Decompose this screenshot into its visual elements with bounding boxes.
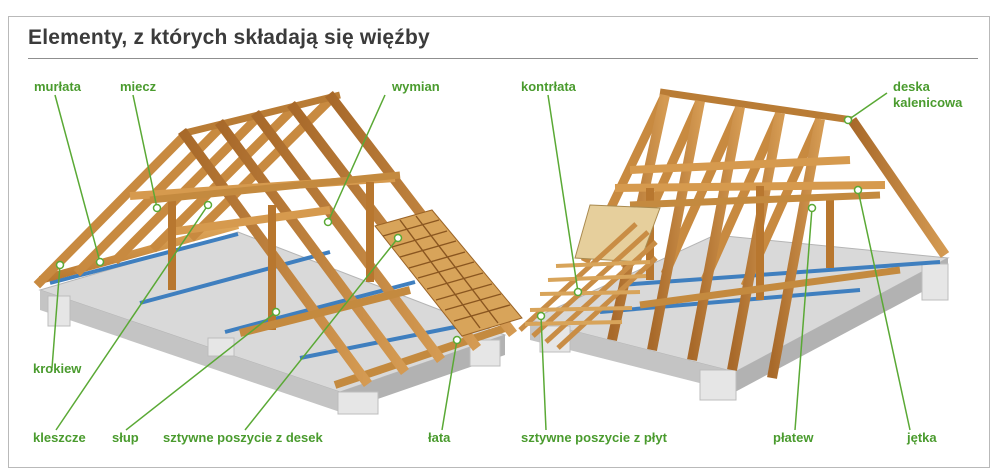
right-ridge-board	[659, 88, 853, 124]
figure-title: Elementy, z których składają się więźby	[28, 26, 430, 49]
label-slup: słup	[112, 430, 139, 445]
left-wall-corner	[47, 295, 71, 327]
label-wymian: wymian	[392, 79, 440, 94]
label-poszycie-desek: sztywne poszycie z desek	[163, 430, 323, 445]
title-divider	[28, 58, 978, 59]
label-deska-kalenicowa-line1: deska	[893, 79, 930, 94]
left-roof-structure	[33, 90, 523, 415]
right-wall-side	[921, 263, 949, 301]
left-slab-side	[340, 335, 505, 412]
label-miecz: miecz	[120, 79, 157, 94]
right-wall-front	[699, 369, 737, 401]
label-platew: płatew	[773, 430, 814, 445]
label-lata: łata	[428, 430, 451, 445]
callout-leaders	[51, 92, 911, 431]
label-jetka: jętka	[907, 430, 937, 445]
label-kleszcze: kleszcze	[33, 430, 86, 445]
right-roof-structure	[518, 88, 950, 401]
right-slab-front	[530, 320, 735, 392]
label-krokiew: krokiew	[33, 361, 82, 376]
left-slab-front	[40, 290, 340, 412]
left-wall-right	[469, 339, 501, 367]
label-poszycie-plyt: sztywne poszycie z płyt	[521, 430, 667, 445]
left-wall-plate	[38, 221, 240, 284]
label-kontrlata: kontrłata	[521, 79, 576, 94]
label-murlata: murłata	[34, 79, 81, 94]
left-wall-front	[337, 391, 379, 415]
left-wall-mid	[207, 337, 235, 357]
right-slab-side	[735, 258, 948, 392]
label-deska-kalenicowa-line2: kalenicowa	[893, 95, 963, 110]
left-ridge	[184, 91, 341, 137]
